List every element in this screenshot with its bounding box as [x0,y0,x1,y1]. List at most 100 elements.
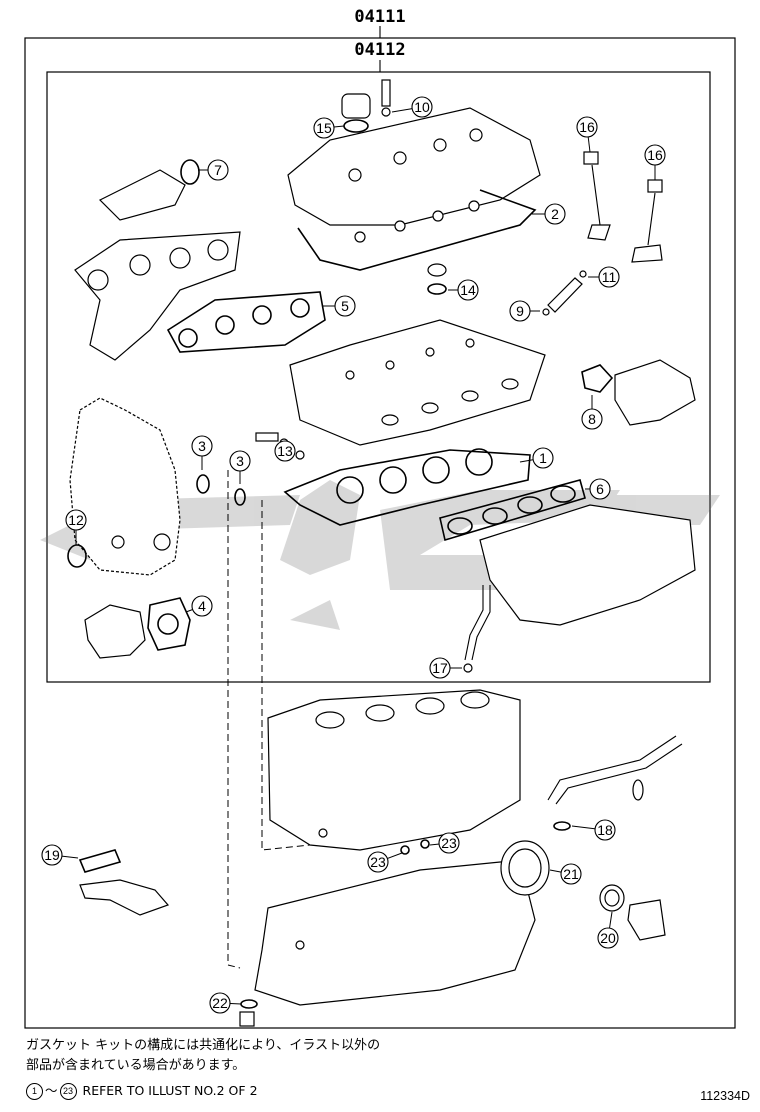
inner-kit-frame [46,71,711,683]
hose [463,585,491,673]
callout-circle [313,117,335,139]
callout-circle [438,832,460,854]
callout-number: 11 [602,269,617,285]
oil-strainer [78,849,170,916]
callout-17: 17 [429,657,462,679]
callout-circle [598,266,620,288]
callout-circle [597,927,619,949]
callout-15: 15 [313,117,345,139]
callout-23: 23 [367,851,403,873]
intake-manifold [439,479,696,626]
callout-circle [429,657,451,679]
range-end-circle: 23 [59,1082,77,1100]
japanese-note-line-2: 部品が含まれている場合があります。 [26,1058,246,1073]
cylinder-head-cover [287,107,541,271]
callout-18: 18 [571,819,616,841]
range-tilde: ～ [45,1083,58,1098]
rear-oil-seal [500,840,550,896]
drain-plug [239,999,258,1027]
callout-number: 23 [441,835,457,851]
callout-1: 1 [519,447,554,469]
callout-13: 13 [274,440,296,462]
callout-21: 21 [549,863,582,885]
callout-22: 22 [209,992,242,1014]
callout-10: 10 [391,96,433,118]
outer-kit-number: 04111 [354,7,405,27]
japanese-note-line-1: ガスケット キットの構成には共通化により、イラスト以外の [26,1038,381,1053]
callout-circle [191,435,213,457]
callout-circle [41,844,63,866]
callout-circle [644,144,666,166]
callout-circle [532,447,554,469]
callout-14: 14 [448,279,479,301]
exhaust-manifold [74,159,326,361]
callout-12: 12 [65,509,87,545]
refer-text: REFER TO ILLUST NO.2 OF 2 [82,1083,258,1098]
callout-8: 8 [581,395,603,430]
callout-circle [581,408,603,430]
callout-6: 6 [585,478,611,500]
callout-number: 23 [370,854,386,870]
callout-circle [576,116,598,138]
callout-number: 18 [597,822,613,838]
callout-number: 3 [236,453,244,469]
callout-number: 4 [198,598,206,614]
callout-number: 8 [588,411,596,427]
callout-23: 23 [429,832,460,854]
callout-number: 20 [600,930,616,946]
callout-number: 9 [516,303,524,319]
water-bypass-pipe [547,735,683,831]
callout-number: 7 [214,162,222,178]
english-note: 1 ～ 23 REFER TO ILLUST NO.2 OF 2 [26,1081,258,1101]
callout-number: 13 [277,443,293,459]
callout-number: 14 [460,282,476,298]
callout-circle [589,478,611,500]
callout-circle [274,440,296,462]
callout-9: 9 [509,300,540,322]
callout-number: 21 [563,866,579,882]
callout-circle [560,863,582,885]
callout-circle [594,819,616,841]
oil-filler-cap [341,79,391,133]
head-gasket [255,432,531,526]
inner-kit-number: 04112 [354,40,405,60]
valves [583,151,663,263]
callout-circle [457,279,479,301]
callout-3: 3 [229,450,251,484]
callout-number: 16 [647,147,663,163]
callout-4: 4 [185,595,213,617]
water-outlet [581,359,696,426]
callout-number: 10 [414,99,430,115]
callout-number: 3 [198,438,206,454]
callout-5: 5 [322,295,356,317]
callout-number: 19 [44,847,60,863]
callout-number: 17 [432,660,448,676]
front-oil-seal [599,884,666,941]
callout-2: 2 [532,203,566,225]
callout-11: 11 [588,266,620,288]
callout-number: 1 [539,450,547,466]
figure-code: 112334D [700,1089,750,1103]
callout-circle [544,203,566,225]
callout-number: 12 [68,512,84,528]
small-o-rings [400,839,430,855]
timing-chain-cover [67,397,246,576]
oil-pan [254,859,536,1006]
callout-circle [229,450,251,472]
callout-3: 3 [191,435,213,470]
callout-16: 16 [644,144,666,180]
callout-number: 2 [551,206,559,222]
callout-19: 19 [41,844,79,866]
callout-7: 7 [198,159,229,181]
callout-circle [207,159,229,181]
callout-16: 16 [576,116,598,153]
callout-circle [334,295,356,317]
callout-20: 20 [597,911,619,949]
callout-circle [509,300,531,322]
callout-number: 15 [316,120,332,136]
water-pump [84,597,191,659]
callout-circle [367,851,389,873]
cylinder-head [289,319,546,446]
